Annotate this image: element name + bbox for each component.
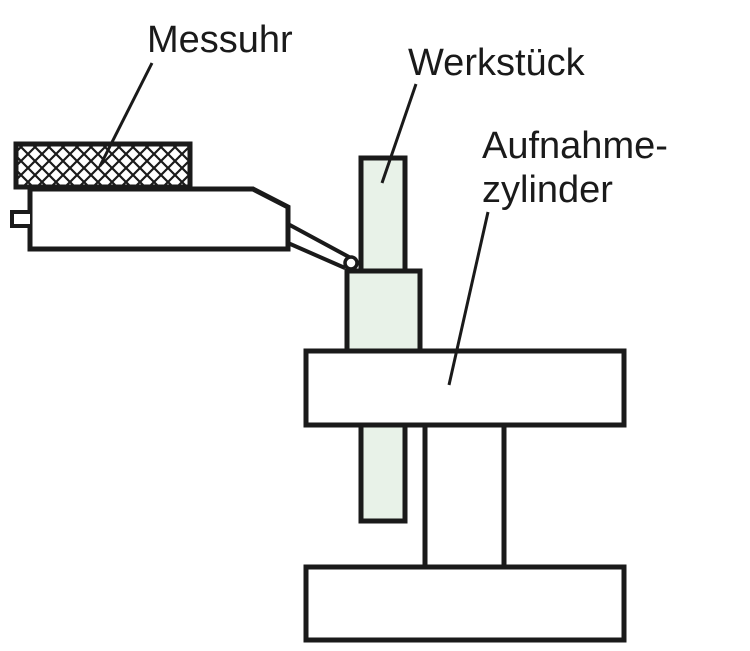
gauge-stem	[10, 210, 30, 228]
leader-workpiece	[380, 83, 418, 184]
label-gauge: Messuhr	[147, 19, 293, 61]
cylinder-collar	[344, 268, 423, 354]
gauge-body	[27, 186, 291, 252]
support-column	[422, 422, 507, 570]
leader-gauge	[98, 62, 154, 167]
workpiece-lower	[358, 422, 408, 524]
probe-tip	[343, 255, 359, 271]
label-cylinder-line1: Aufnahme-	[482, 125, 668, 167]
base-plate	[303, 564, 627, 643]
gauge-knurled-bezel	[13, 141, 193, 190]
holding-cylinder	[303, 348, 627, 428]
leader-cylinder	[447, 211, 490, 386]
gauge-probe	[287, 222, 350, 270]
label-cylinder-line2: zylinder	[482, 169, 613, 211]
workpiece	[358, 155, 408, 274]
label-workpiece: Werkstück	[408, 42, 586, 84]
